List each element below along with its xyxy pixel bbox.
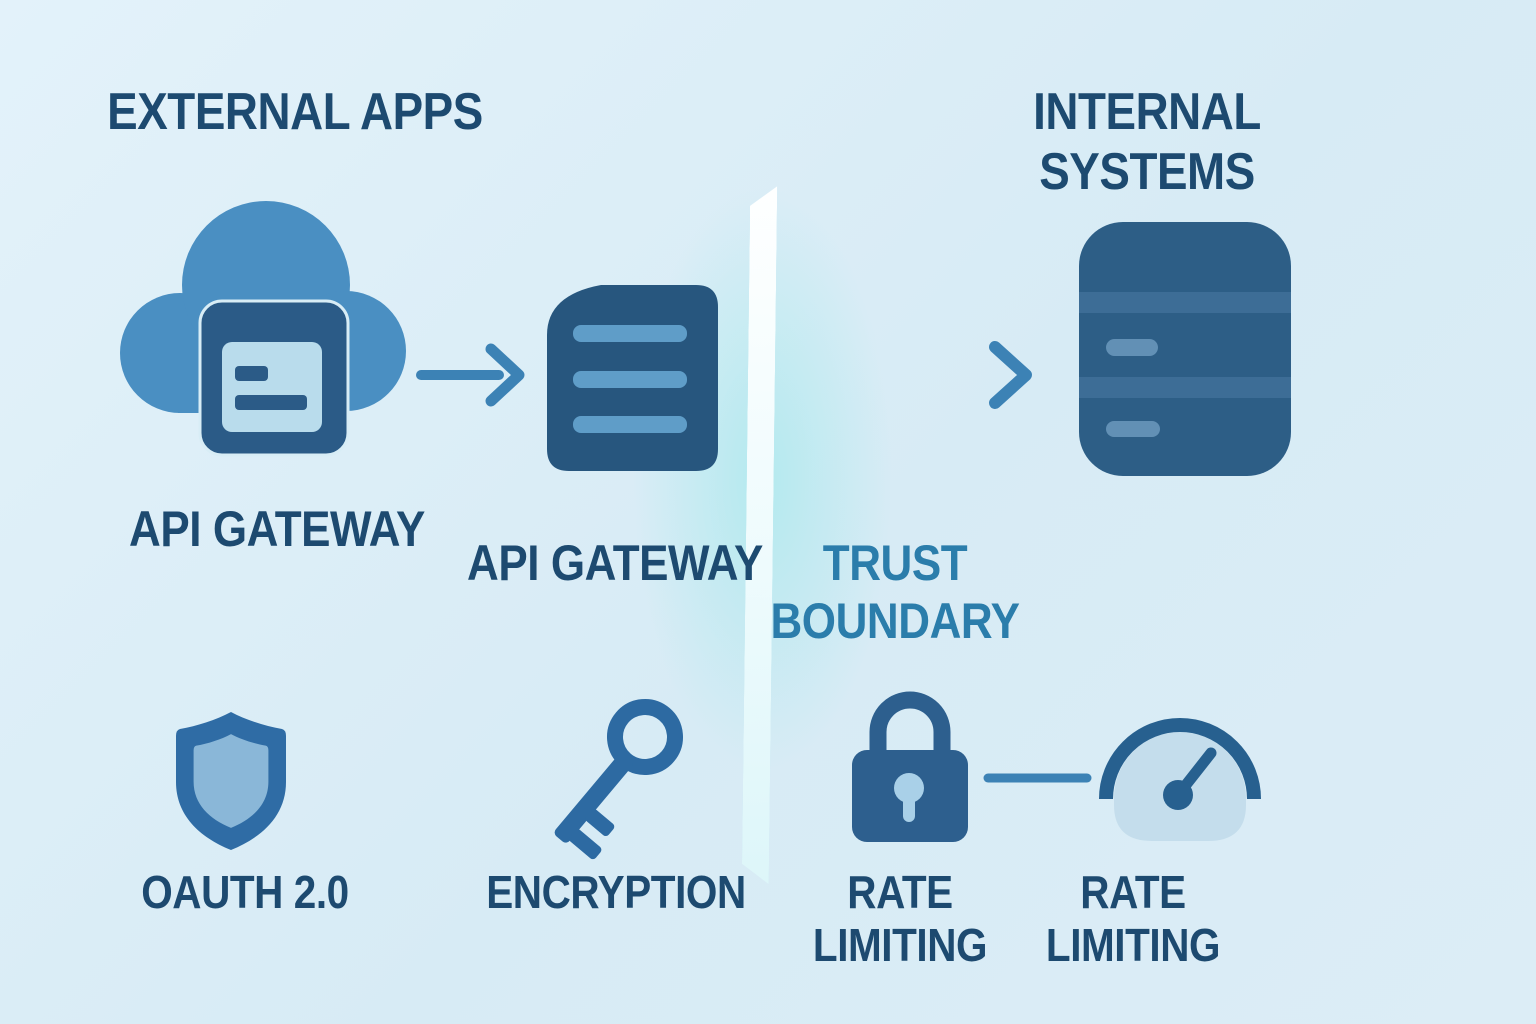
lock-icon (852, 691, 968, 842)
rate-limiting-label: RATE LIMITING (1045, 866, 1221, 972)
encryption-label: ENCRYPTION (486, 866, 746, 918)
document-icon (547, 285, 718, 471)
rate-limiting-label: RATE LIMITING (812, 866, 988, 972)
api-gateway-label: API GATEWAY (467, 535, 763, 591)
arrow-right-icon (793, 341, 1032, 409)
shield-icon (176, 712, 286, 850)
external-apps-heading: EXTERNAL APPS (107, 83, 483, 141)
connector-line (303, 773, 583, 783)
oauth-label: OAUTH 2.0 (141, 866, 349, 918)
arrow-right-icon (416, 343, 525, 407)
gauge-icon (1099, 718, 1261, 841)
internal-systems-heading: INTERNAL SYSTEMS (1033, 83, 1261, 201)
trust-boundary-label: TRUST BOUNDARY (770, 535, 1020, 649)
external-api-gateway-label: API GATEWAY (129, 501, 425, 557)
database-icon (1079, 222, 1291, 476)
cloud-app-icon (120, 201, 406, 457)
connector-line (983, 773, 1092, 783)
key-icon (554, 699, 683, 860)
